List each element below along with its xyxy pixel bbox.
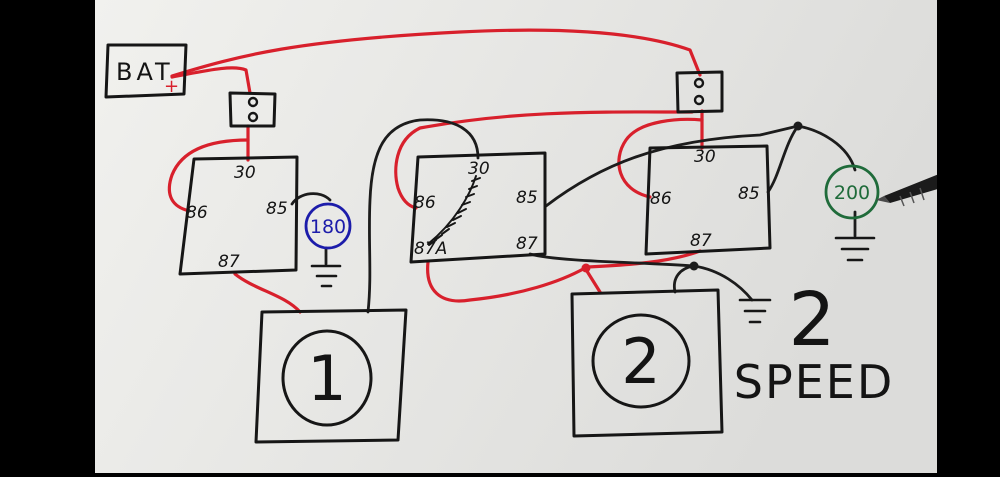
splice-red-fan2	[581, 263, 591, 273]
relay-3-pin-30: 30	[694, 147, 716, 167]
fan-2-circle	[591, 313, 691, 409]
temp-switch-200	[824, 164, 880, 220]
relay-3-box	[644, 144, 772, 256]
battery-label: BAT	[116, 58, 174, 86]
relay-2-pin-30: 30	[468, 159, 490, 179]
pen	[876, 172, 948, 207]
relay-1-pin-30: 30	[234, 163, 256, 183]
battery-box	[104, 43, 188, 99]
wire-fuse2-to-relay3-86	[617, 117, 704, 199]
relay-2-switch-hatch	[428, 177, 481, 246]
fuse-2-terminal-b	[693, 94, 705, 106]
relay-2-pin-87: 87	[516, 234, 538, 254]
relay-2-pin-85: 85	[516, 188, 538, 208]
fuse-1	[228, 91, 277, 128]
relay-1-pin-87: 87	[218, 252, 240, 272]
wire-relay2-87-to-ground	[528, 252, 754, 302]
relay-3-pin-85: 85	[738, 184, 760, 204]
wire-bat-to-fuse2	[170, 28, 702, 78]
relay-2-pin-86: 86	[414, 193, 436, 213]
relay-2-box	[409, 151, 547, 264]
wire-relay2-87-to-fan2	[426, 260, 602, 303]
wire-fuse2-to-relay2-86	[394, 110, 694, 210]
ground-symbol-sw180	[310, 264, 342, 288]
relay-3-pin-86: 86	[650, 189, 672, 209]
temp-switch-180-value: 180	[310, 216, 346, 238]
fan-2-label: 2	[621, 325, 660, 398]
fuse-1-terminal-b	[247, 111, 259, 123]
wire-fuse1-to-relay1-86	[167, 138, 250, 212]
relay-2-switch-arm	[427, 175, 477, 245]
fan-2-box	[570, 288, 724, 438]
fuse-1-terminal-a	[247, 96, 259, 108]
wire-bat-to-fuse1	[170, 66, 252, 95]
wire-relay2-85-to-relay3-85	[544, 124, 800, 208]
relay-1-pin-85: 85	[266, 199, 288, 219]
splice-black-ground	[689, 261, 699, 271]
wire-relay2-30-to-fan1	[366, 118, 480, 314]
fan-1-circle	[281, 329, 373, 427]
relay-2-pin-87a: 87A	[414, 239, 447, 259]
wire-relay1-85-to-sw180	[290, 192, 332, 206]
temp-switch-180	[304, 202, 352, 250]
caption-number: 2	[788, 277, 835, 363]
relay-1-box	[178, 155, 299, 276]
wire-relay1-87-to-fan1	[233, 272, 302, 314]
relay-1-pin-86: 86	[186, 203, 208, 223]
battery-plus-terminal: +	[164, 76, 183, 97]
fan-1-label: 1	[307, 342, 346, 415]
right-bar	[937, 0, 1000, 473]
fuse-2-terminal-a	[693, 77, 705, 89]
left-bar	[0, 0, 95, 473]
caption-word: SPEED	[734, 355, 895, 409]
ground-symbol-sw200	[834, 236, 876, 262]
fan-1-box	[254, 308, 408, 444]
splice-black-relay3	[793, 121, 803, 131]
ground-symbol-fan2	[738, 298, 772, 324]
paper-sheet	[95, 0, 937, 473]
fuse-2	[675, 70, 724, 114]
relay-3-pin-87: 87	[690, 231, 712, 251]
temp-switch-200-value: 200	[834, 182, 870, 204]
